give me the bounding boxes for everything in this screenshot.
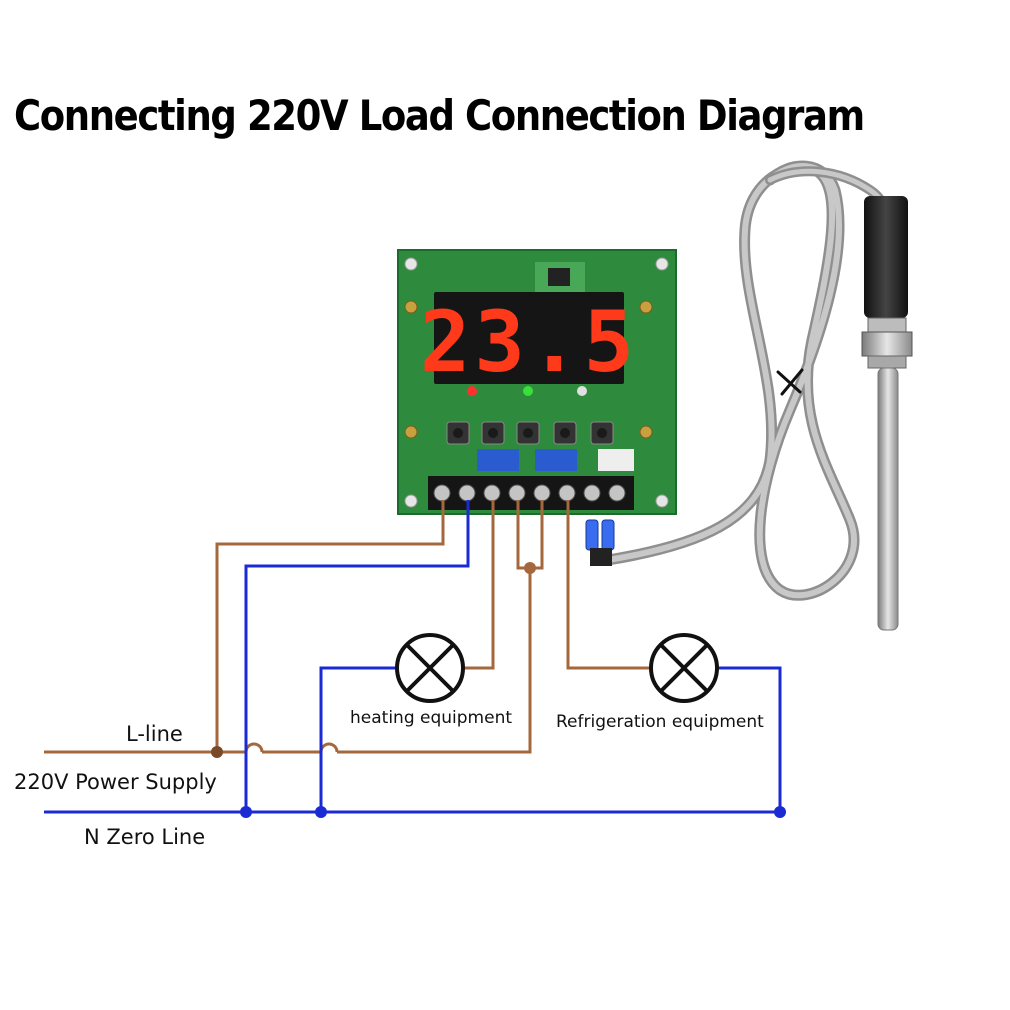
refrigeration-equipment-label: Refrigeration equipment bbox=[556, 712, 764, 732]
heating-lamp-icon bbox=[395, 633, 465, 703]
refrigeration-lamp-icon bbox=[649, 633, 719, 703]
temperature-probe bbox=[861, 196, 913, 631]
sensor-cable bbox=[602, 160, 891, 601]
diagram-title: Connecting 220V Load Connection Diagram bbox=[14, 92, 865, 141]
heating-equipment-label: heating equipment bbox=[350, 708, 513, 728]
live-wiring bbox=[44, 500, 650, 754]
led-display-reading: 23.5 bbox=[420, 293, 638, 391]
n-zero-line-label: N Zero Line bbox=[84, 825, 206, 849]
neutral-wiring bbox=[44, 500, 782, 814]
wire-junctions bbox=[211, 562, 786, 818]
power-supply-label: 220V Power Supply bbox=[14, 770, 217, 794]
l-line-label: L-line bbox=[126, 722, 183, 746]
controller-board: 23.5 bbox=[397, 249, 677, 515]
sensor-connectors bbox=[585, 519, 615, 566]
